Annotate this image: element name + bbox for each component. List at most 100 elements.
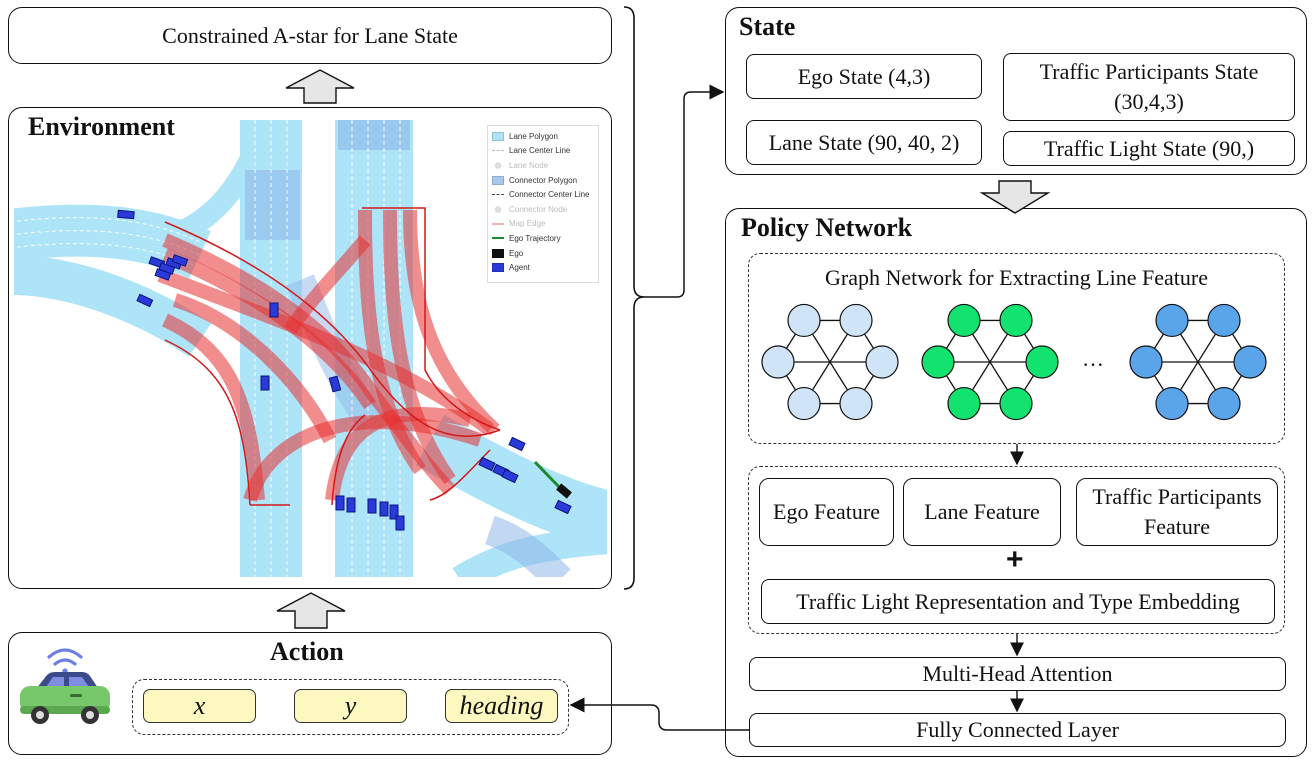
legend-item: Connector Center Line [492, 187, 594, 202]
legend-swatch [492, 263, 504, 273]
traffic-participants-state-box: Traffic Participants State (30,4,3) [1003, 53, 1295, 121]
traffic-light-embedding-label: Traffic Light Representation and Type Em… [796, 588, 1240, 614]
fully-connected-layer-box: Fully Connected Layer [749, 713, 1286, 747]
legend-item: Connector Polygon [492, 173, 594, 188]
graph-node [1155, 303, 1189, 338]
agent-vehicles [117, 209, 572, 531]
graph-network-title: Graph Network for Extracting Line Featur… [824, 265, 1209, 290]
graph-1 [761, 303, 899, 421]
traffic-feature-label-line1: Traffic Participants [1092, 484, 1262, 510]
traffic-state-label-line2: (30,4,3) [1114, 89, 1184, 114]
graph-node [1155, 386, 1189, 421]
ego-state-box: Ego State (4,3) [746, 54, 982, 99]
planner-label: Constrained A-star for Lane State [162, 22, 458, 48]
legend-item: Map Edge [492, 217, 594, 232]
multi-head-attention-box: Multi-Head Attention [749, 657, 1286, 691]
legend-label: Lane Node [509, 160, 549, 170]
legend-swatch [492, 248, 504, 258]
legend-item: Lane Center Line [492, 144, 594, 159]
legend-swatch [492, 194, 504, 196]
graph-node [1233, 345, 1267, 379]
graph-node [947, 303, 981, 338]
output-heading-box: heading [445, 689, 558, 723]
lane-feature-label: Lane Feature [924, 499, 1040, 525]
ego-state-label: Ego State (4,3) [797, 63, 931, 89]
legend-label: Map Edge [509, 219, 546, 229]
plus-sign: + [1006, 543, 1024, 576]
state-to-policy-arrow [979, 180, 1051, 214]
graph-3 [1129, 303, 1267, 421]
ego-feature-box: Ego Feature [759, 478, 894, 546]
legend-label: Connector Node [509, 204, 568, 214]
traffic-state-label-line1: Traffic Participants State [1039, 59, 1259, 85]
graph-node [999, 386, 1033, 421]
lane-state-planner-box: Constrained A-star for Lane State [8, 7, 612, 64]
legend-item: Lane Node [492, 158, 594, 173]
legend-swatch [492, 150, 504, 152]
graph-node [787, 386, 821, 421]
legend-swatch [492, 160, 504, 170]
lane-center-lines [14, 120, 401, 577]
fc-to-action-arrow [569, 697, 749, 731]
lane-state-box: Lane State (90, 40, 2) [746, 120, 982, 165]
traffic-light-state-box: Traffic Light State (90,) [1003, 131, 1295, 166]
legend-label: Connector Center Line [509, 190, 590, 200]
legend-item: Agent [492, 260, 594, 275]
multi-head-attention-label: Multi-Head Attention [922, 661, 1113, 687]
policy-network-title: Policy Network [741, 213, 913, 242]
legend-item: Ego [492, 246, 594, 261]
ego-feature-label: Ego Feature [773, 499, 880, 525]
lane-feature-box: Lane Feature [903, 478, 1061, 546]
traffic-feature-label-line2: Feature [1144, 514, 1210, 539]
graph-node [947, 386, 981, 421]
traffic-participants-feature-box: Traffic Participants Feature [1076, 478, 1278, 546]
brace-to-state-arrow [644, 84, 725, 298]
action-outputs-group [132, 679, 569, 735]
map-roads [14, 120, 607, 577]
traffic-light-state-label: Traffic Light State (90,) [1043, 135, 1255, 161]
graph-node [839, 303, 873, 338]
graph-node [1025, 345, 1059, 379]
graph-node [999, 303, 1033, 338]
legend-swatch [492, 131, 504, 141]
env-to-planner-arrow [285, 69, 355, 104]
output-heading-label: heading [459, 691, 544, 720]
legend-swatch [492, 204, 504, 214]
lane-state-label: Lane State (90, 40, 2) [768, 129, 960, 155]
legend-label: Lane Center Line [509, 146, 571, 156]
legend-label: Ego Trajectory [509, 233, 561, 243]
legend-label: Ego [509, 248, 524, 258]
legend-swatch [492, 237, 504, 240]
legend-item: Lane Polygon [492, 129, 594, 144]
graph-node [761, 345, 795, 379]
feature-group [748, 466, 1285, 634]
legend-item: Ego Trajectory [492, 231, 594, 246]
environment-brace [623, 6, 645, 590]
fully-connected-layer-label: Fully Connected Layer [916, 717, 1119, 743]
graph-node [1207, 303, 1241, 338]
legend-label: Lane Polygon [509, 131, 558, 141]
legend-item: Connector Node [492, 202, 594, 217]
ego-trajectory [533, 460, 564, 492]
legend-label: Connector Polygon [509, 175, 578, 185]
ego-vehicle [556, 483, 572, 499]
graph-node [921, 345, 955, 379]
output-x-box: x [143, 689, 256, 723]
legend-swatch [492, 222, 504, 225]
red-connectors [157, 209, 500, 503]
state-title: State [739, 12, 796, 41]
environment-title: Environment [28, 112, 175, 141]
output-y-label: y [344, 691, 357, 720]
action-title: Action [270, 637, 344, 666]
graph-2 [921, 303, 1059, 421]
graph-node [1129, 345, 1163, 379]
graph-network-group [748, 253, 1285, 444]
graph-node [865, 345, 899, 379]
legend-label: Agent [509, 263, 530, 273]
